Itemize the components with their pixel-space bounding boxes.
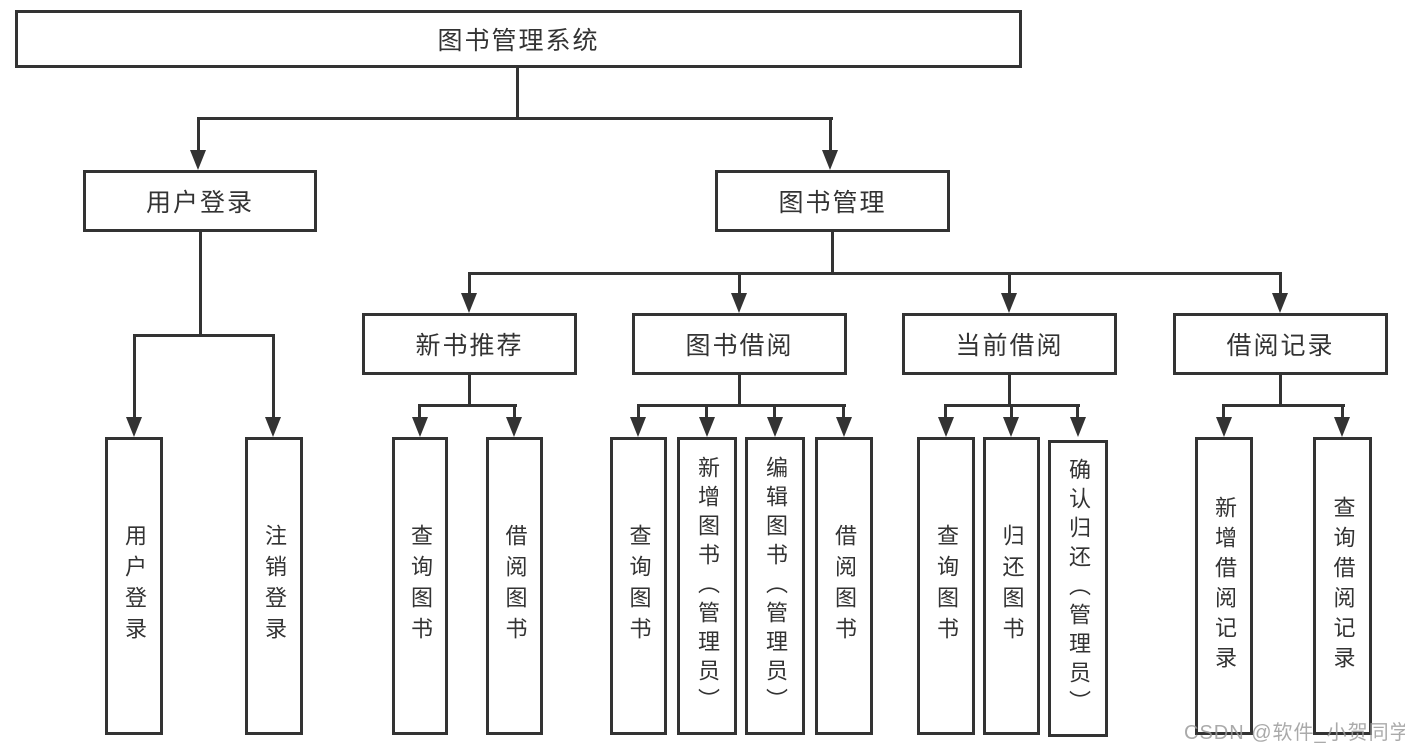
node-borrow-records: 借阅记录	[1173, 313, 1388, 375]
arrow-down-br-query	[1334, 417, 1350, 437]
node-leaf-br-add: 新增借阅记录	[1195, 437, 1253, 735]
node-leaf-bb-add-label: 新增图书（管理员）	[695, 455, 720, 717]
connector-userlogin-left-drop	[133, 334, 136, 420]
csdn-watermark: CSDN @软件_小贺同学	[1184, 722, 1405, 744]
node-borrow-records-label: 借阅记录	[1226, 332, 1335, 360]
node-current-borrow-label: 当前借阅	[955, 332, 1064, 360]
connector-userlogin-right-drop	[272, 334, 275, 420]
connector-cb-drop-3	[1076, 404, 1079, 420]
connector-bookmgmt-drop-3	[1008, 272, 1011, 296]
arrow-down-cb-query	[938, 417, 954, 437]
arrow-down-br-add	[1216, 417, 1232, 437]
node-leaf-bb-borrow-label: 借阅图书	[832, 524, 857, 648]
node-leaf-br-add-label: 新增借阅记录	[1212, 496, 1237, 676]
node-book-borrow: 图书借阅	[632, 313, 847, 375]
node-leaf-cb-return: 归还图书	[983, 437, 1040, 735]
connector-cb-drop-2	[1010, 404, 1013, 420]
arrow-down-bb-borrow	[836, 417, 852, 437]
arrow-down-user-login	[190, 150, 206, 170]
connector-bb-drop-2	[705, 404, 708, 420]
connector-bb-stem	[738, 375, 741, 406]
node-leaf-logout: 注销登录	[245, 437, 303, 735]
node-leaf-cb-confirm: 确认归还（管理员）	[1048, 440, 1108, 737]
connector-nbr-drop-2	[513, 404, 516, 420]
connector-bb-drop-1	[637, 404, 640, 420]
connector-bookmgmt-stem	[831, 232, 834, 274]
arrow-down-bb-query	[630, 417, 646, 437]
connector-bookmgmt-bar	[469, 272, 1282, 275]
connector-root-stem	[516, 68, 519, 118]
node-leaf-br-query-label: 查询借阅记录	[1330, 496, 1356, 676]
arrow-down-nbr-borrow	[506, 417, 522, 437]
node-leaf-bb-query-label: 查询图书	[626, 524, 652, 648]
connector-root-bar	[197, 117, 833, 120]
node-leaf-cb-query: 查询图书	[917, 437, 975, 735]
node-new-book-rec-label: 新书推荐	[415, 332, 524, 360]
node-leaf-user-login: 用户登录	[105, 437, 163, 735]
node-leaf-nbr-query: 查询图书	[392, 437, 448, 735]
arrow-down-cb-confirm	[1070, 417, 1086, 437]
node-leaf-br-query: 查询借阅记录	[1313, 437, 1372, 735]
node-new-book-rec: 新书推荐	[362, 313, 577, 375]
connector-br-stem	[1279, 375, 1282, 406]
node-book-borrow-label: 图书借阅	[685, 332, 794, 360]
connector-root-left-drop	[197, 117, 200, 153]
arrow-down-book-borrow	[731, 293, 747, 313]
node-leaf-nbr-query-label: 查询图书	[408, 524, 433, 648]
arrow-down-bb-edit	[767, 417, 783, 437]
node-leaf-bb-edit-label: 编辑图书（管理员）	[763, 455, 788, 717]
connector-nbr-drop-1	[418, 404, 421, 420]
arrow-down-bb-add	[699, 417, 715, 437]
node-user-login-branch-label: 用户登录	[145, 189, 254, 217]
connector-br-drop-1	[1222, 404, 1225, 420]
node-book-mgmt-branch: 图书管理	[715, 170, 950, 232]
node-root: 图书管理系统	[15, 10, 1022, 68]
connector-userlogin-stem	[199, 232, 202, 336]
connector-cb-stem	[1008, 375, 1011, 406]
connector-bb-bar	[637, 404, 846, 407]
node-book-mgmt-branch-label: 图书管理	[778, 189, 887, 217]
node-user-login-branch: 用户登录	[83, 170, 317, 232]
arrow-down-current-borrow	[1001, 293, 1017, 313]
node-root-label: 图书管理系统	[437, 27, 600, 55]
connector-nbr-stem	[468, 375, 471, 406]
connector-bookmgmt-drop-4	[1279, 272, 1282, 296]
connector-userlogin-bar	[133, 334, 275, 337]
connector-root-right-drop	[829, 117, 832, 153]
node-leaf-bb-borrow: 借阅图书	[815, 437, 873, 735]
connector-br-drop-2	[1341, 404, 1344, 420]
node-leaf-user-login-label: 用户登录	[122, 524, 147, 648]
arrow-down-leaf-logout	[265, 417, 281, 437]
node-leaf-nbr-borrow: 借阅图书	[486, 437, 543, 735]
node-leaf-cb-query-label: 查询图书	[934, 524, 959, 648]
connector-bb-drop-3	[773, 404, 776, 420]
connector-bb-drop-4	[842, 404, 845, 420]
node-leaf-nbr-borrow-label: 借阅图书	[502, 524, 528, 648]
arrow-down-book-mgmt	[822, 150, 838, 170]
node-leaf-cb-return-label: 归还图书	[999, 524, 1025, 648]
arrow-down-nbr-query	[412, 417, 428, 437]
connector-nbr-bar	[419, 404, 517, 407]
node-leaf-bb-edit: 编辑图书（管理员）	[745, 437, 805, 735]
node-current-borrow: 当前借阅	[902, 313, 1117, 375]
node-leaf-bb-query: 查询图书	[610, 437, 667, 735]
connector-bookmgmt-drop-1	[468, 272, 471, 296]
node-leaf-bb-add: 新增图书（管理员）	[677, 437, 737, 735]
connector-bookmgmt-drop-2	[738, 272, 741, 296]
node-leaf-cb-confirm-label: 确认归还（管理员）	[1066, 458, 1091, 719]
connector-br-bar	[1222, 404, 1345, 407]
arrow-down-new-book-rec	[461, 293, 477, 313]
arrow-down-leaf-user-login	[126, 417, 142, 437]
connector-cb-drop-1	[944, 404, 947, 420]
arrow-down-cb-return	[1003, 417, 1019, 437]
arrow-down-borrow-records	[1272, 293, 1288, 313]
node-leaf-logout-label: 注销登录	[262, 524, 287, 648]
